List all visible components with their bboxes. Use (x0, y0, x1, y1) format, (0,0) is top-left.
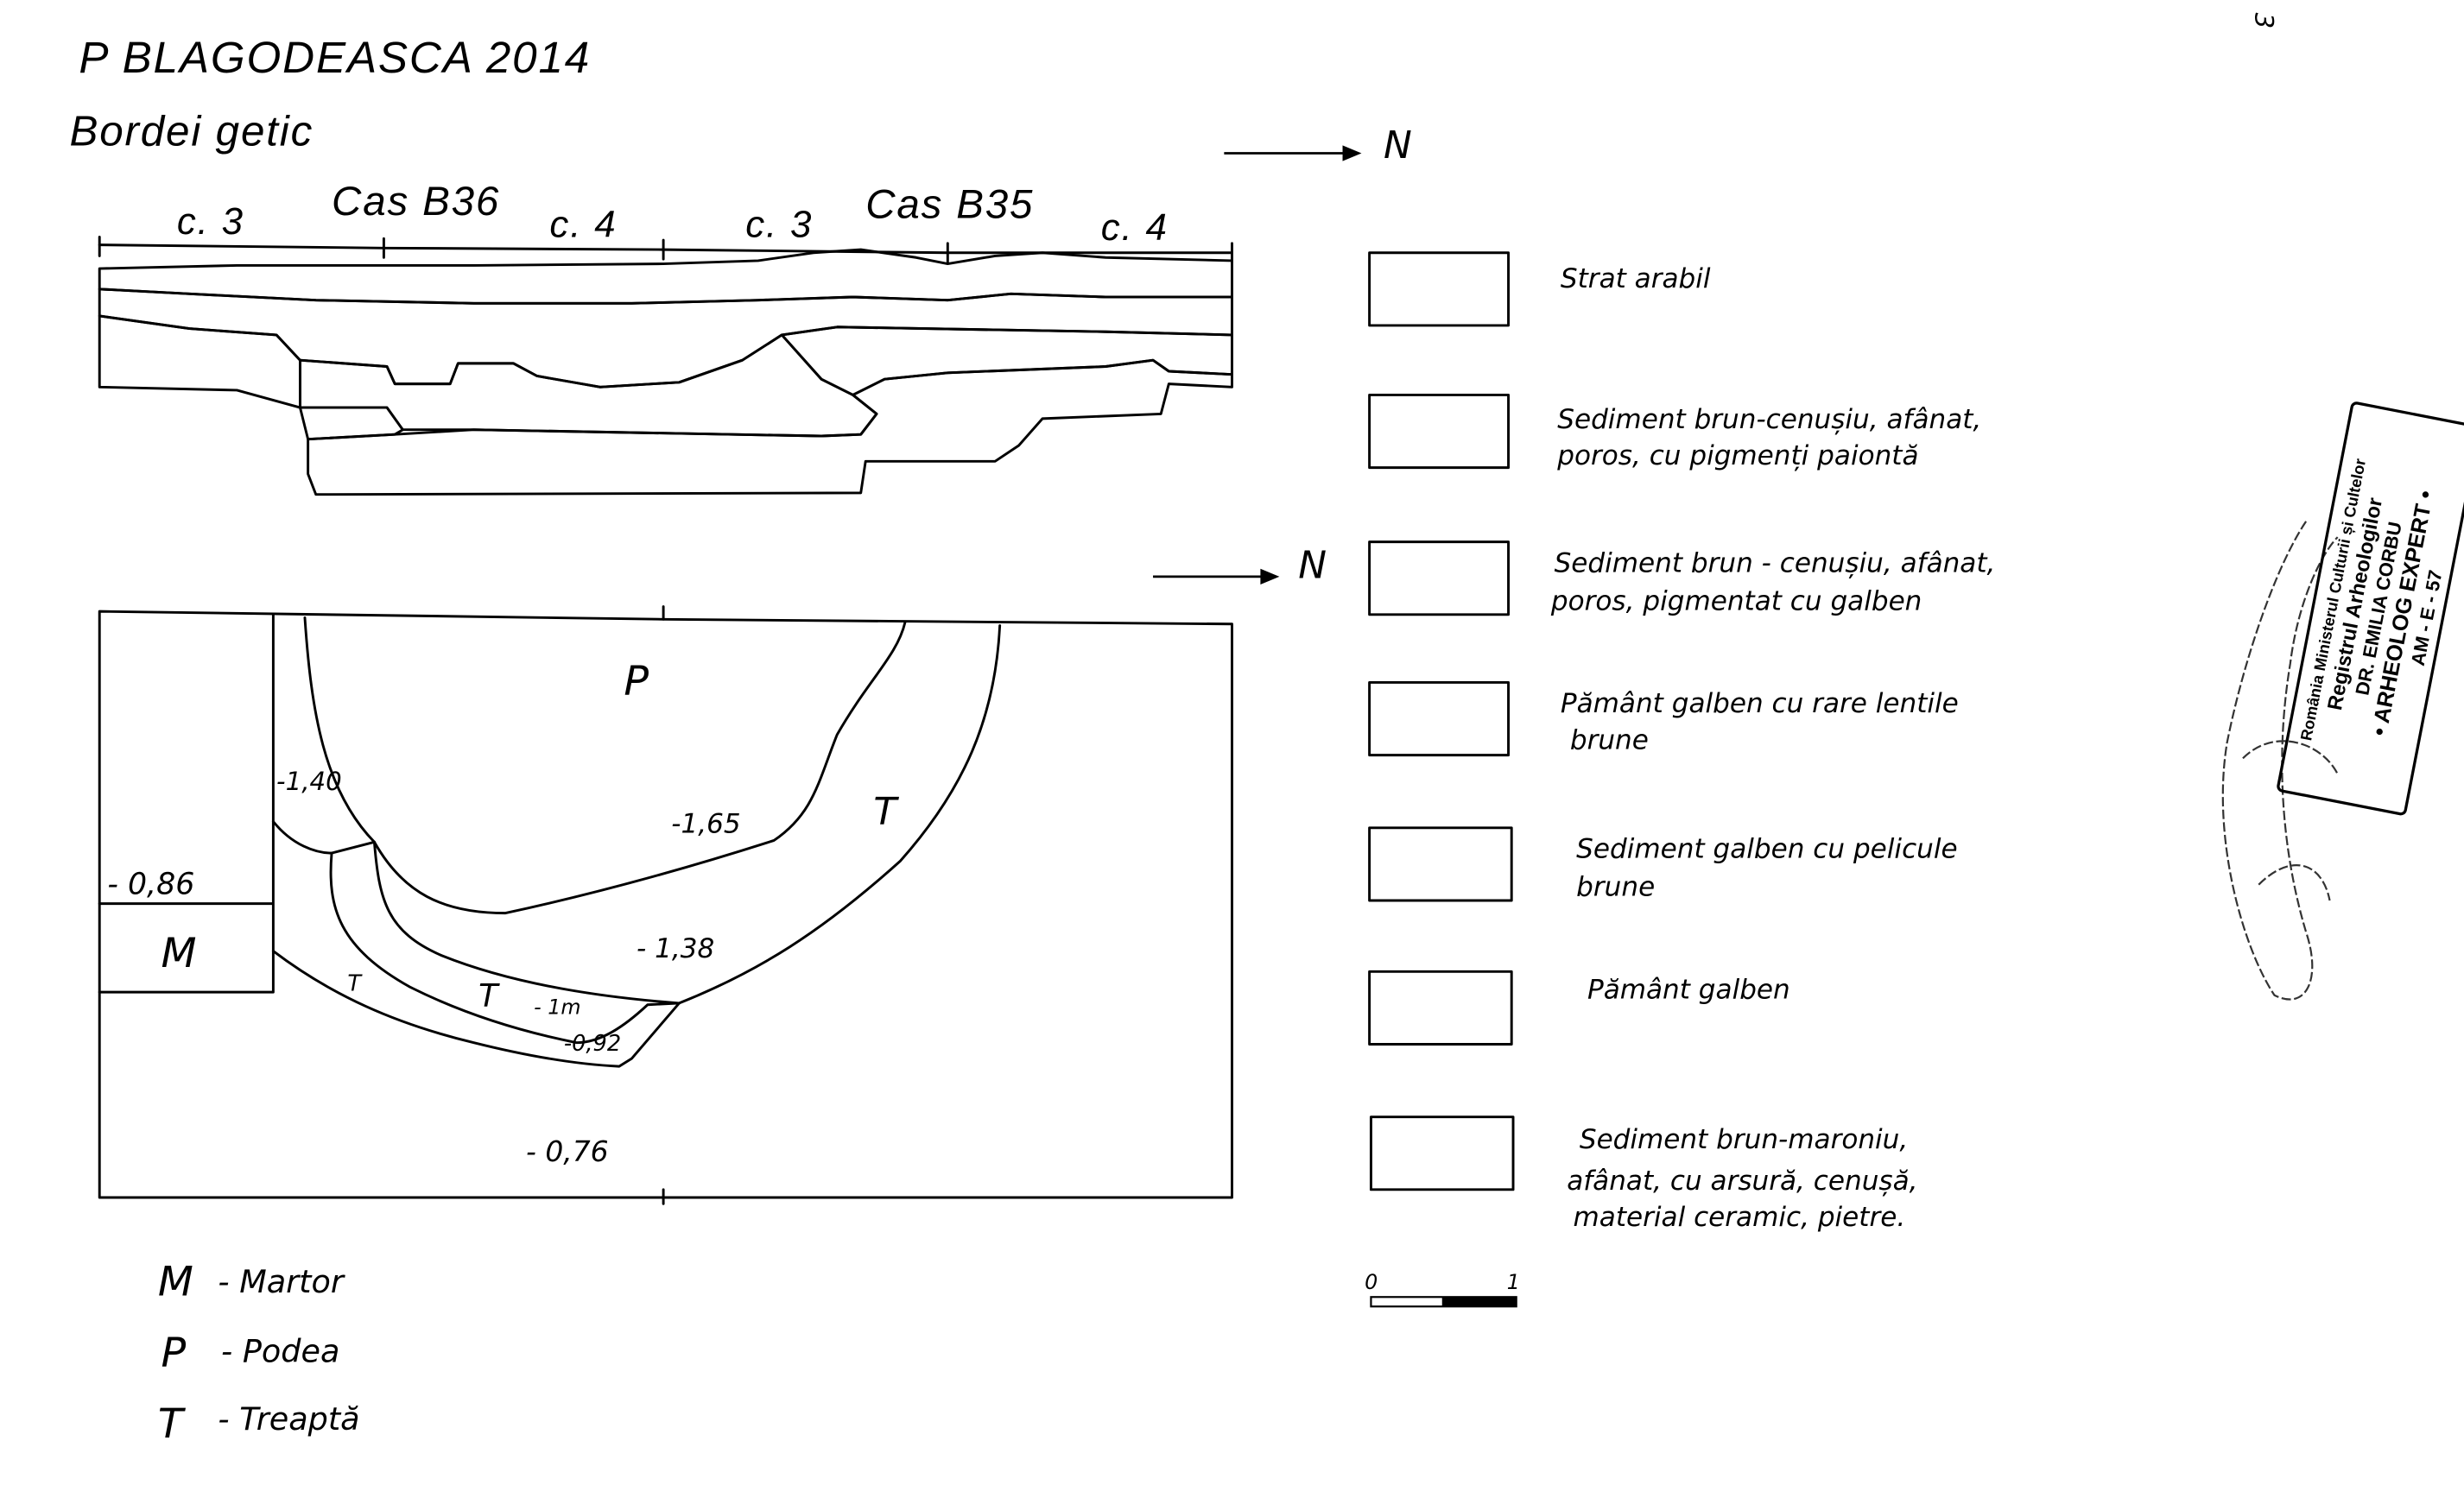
profile-north-arrow: N (1224, 123, 1412, 167)
legend-text: material ceramic, pietre. (1574, 1202, 1906, 1233)
elevation-086: - 0,86 (107, 868, 194, 902)
label-treapta-small: T (347, 970, 363, 996)
legend-text: poros, pigmentat cu galben (1550, 585, 1922, 616)
abbreviation-key: M - Martor P - Podea T - Treaptă (158, 1258, 360, 1448)
legend-item: Pământ galben (1368, 970, 1790, 1046)
legend-text: Sediment brun-maroniu, (1580, 1124, 1908, 1155)
label-treapta-middle: T (478, 977, 500, 1014)
swatch-pamant-galben-lentile (1368, 681, 1511, 757)
swatch-sediment-brun-maroniu (1369, 1115, 1515, 1191)
legend-item: Strat arabil (1368, 251, 1711, 327)
legend: Strat arabil Sediment brun-cenușiu, afân… (1368, 251, 1996, 1233)
profile-label-cas-b35: Cas B35 (865, 181, 1034, 227)
archaeologist-stamp: România Ministerul Culturii și Cultelor … (2277, 401, 2464, 816)
legend-item: Sediment galben cu pelicule brune (1368, 826, 1958, 902)
plan-view: P -1,40 -1,65 T - 0,86 M - 1,38 T T - 1m… (98, 605, 1233, 1205)
legend-item: Pământ galben cu rare lentile brune (1368, 681, 1959, 757)
legend-text: brune (1576, 871, 1655, 902)
label-martor: M (162, 930, 197, 977)
abbr-key: P (162, 1330, 187, 1377)
legend-text: afânat, cu arsură, cenușă, (1567, 1166, 1917, 1197)
legend-item: Sediment brun-maroniu, afânat, cu arsură… (1369, 1115, 1918, 1233)
north-label: N (1384, 123, 1412, 167)
layer-sediment-pigmentat-left (98, 314, 301, 409)
layer-sediment-brun-maroniu (299, 333, 878, 438)
treapta-outer (372, 624, 1002, 1005)
swatch-strat-arabil (1368, 251, 1511, 327)
legend-text: Sediment galben cu pelicule (1576, 834, 1957, 865)
elevation-092: -0,92 (564, 1031, 621, 1057)
swatch-sediment-galben (1368, 826, 1513, 902)
elevation-138: - 1,38 (637, 933, 714, 964)
swatch-sediment-brun-cenusiu (1368, 393, 1511, 470)
legend-text: Pământ galben cu rare lentile (1561, 688, 1959, 719)
layer-sediment-pigmentat-right (780, 325, 1233, 396)
elevation-1m: - 1m (534, 995, 580, 1020)
legend-text: Pământ galben (1587, 974, 1790, 1005)
elevation-076: - 0,76 (526, 1134, 609, 1168)
abbr-text: - Treaptă (218, 1400, 359, 1438)
profile-section: c. 3 Cas B36 c. 4 c. 3 Cas B35 c. 4 (98, 179, 1233, 496)
plan-north-arrow: N (1153, 544, 1327, 588)
signature (2221, 521, 2339, 1001)
scale-start: 0 (1365, 1270, 1378, 1294)
elevation-165: -1,65 (671, 808, 740, 839)
scale-end: 1 (1507, 1270, 1520, 1294)
abbr-key: M (158, 1258, 193, 1305)
legend-text: Sediment brun-cenușiu, afânat, (1557, 404, 1981, 435)
legend-text: brune (1570, 724, 1649, 755)
abbr-text: - Martor (218, 1263, 345, 1300)
legend-item: Sediment brun - cenușiu, afânat, poros, … (1368, 540, 1996, 616)
layer-pamant-galben (299, 406, 404, 441)
legend-item: Sediment brun-cenușiu, afânat, poros, cu… (1368, 393, 1981, 471)
legend-text: Strat arabil (1561, 263, 1711, 294)
layer-sediment-brun-cenusiu (98, 288, 1233, 389)
north-label: N (1298, 544, 1327, 588)
layer-pamant-galben-lentile (307, 358, 1233, 496)
site-title: P BLAGODEASCA 2014 (79, 33, 591, 82)
profile-label-c3-left: c. 3 (177, 200, 244, 243)
scale-bar: 0 1 (1365, 1270, 1520, 1308)
label-treapta-right: T (873, 790, 899, 834)
podea-outline (303, 616, 907, 915)
page-number: 3 (2250, 13, 2279, 29)
profile-label-c4-right: c. 4 (1101, 206, 1169, 249)
feature-subtitle: Bordei getic (69, 107, 314, 155)
label-podea: P (624, 658, 649, 705)
profile-label-c3-right: c. 3 (745, 203, 813, 245)
abbr-key: T (158, 1400, 187, 1448)
elevation-140: -1,40 (276, 767, 342, 796)
profile-label-cas-b36: Cas B36 (332, 179, 500, 224)
martor-block (98, 613, 275, 994)
profile-scale-axis (98, 236, 1233, 264)
swatch-sediment-pigmentat (1368, 540, 1511, 616)
legend-text: Sediment brun - cenușiu, afânat, (1555, 547, 1996, 578)
swatch-pamant-galben (1368, 970, 1513, 1046)
profile-label-c4-left: c. 4 (549, 203, 617, 245)
legend-text: poros, cu pigmenți paiontă (1556, 440, 1918, 471)
abbr-text: - Podea (221, 1332, 339, 1369)
